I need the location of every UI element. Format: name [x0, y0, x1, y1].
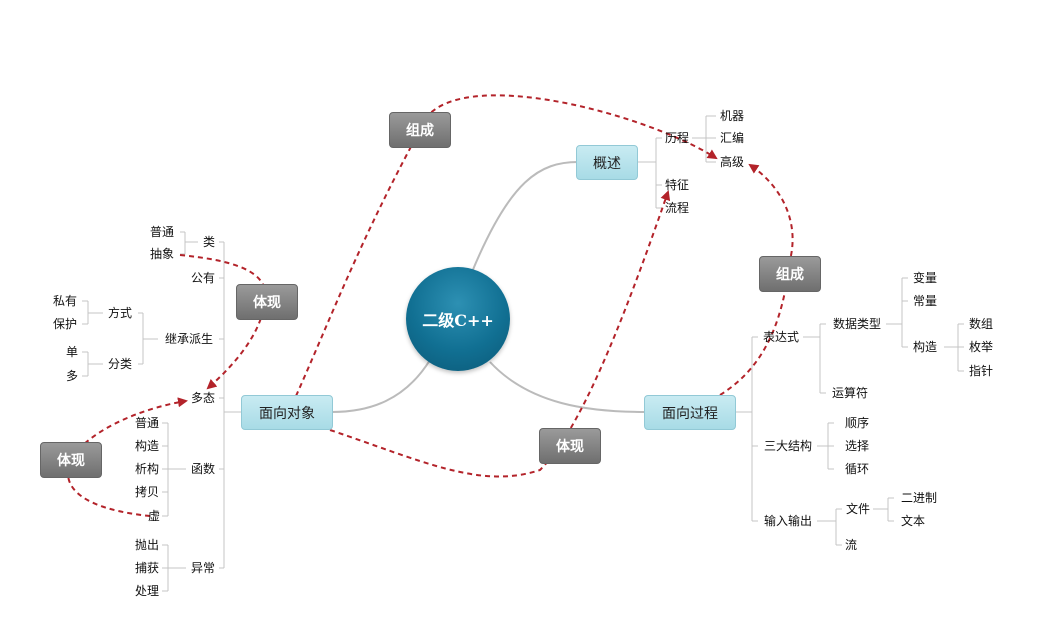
- branch-to-procedural: [489, 361, 646, 413]
- topic-overview-label: 概述: [593, 155, 621, 172]
- proc-construct[interactable]: 构造: [912, 340, 938, 354]
- relation-embody-bottom[interactable]: 体现: [539, 428, 601, 464]
- sub-branches: [82, 115, 964, 592]
- relation-embody-left-lower[interactable]: 体现: [40, 442, 102, 478]
- overview-history[interactable]: 历程: [664, 131, 690, 145]
- proc-structures-loop[interactable]: 循环: [844, 462, 870, 476]
- topic-overview[interactable]: 概述: [576, 145, 638, 180]
- oop-exception-handle[interactable]: 处理: [134, 584, 160, 598]
- oop-class[interactable]: 类: [202, 235, 216, 249]
- oop-exception-catch[interactable]: 捕获: [134, 561, 160, 575]
- overview-history-assembly[interactable]: 汇编: [719, 131, 745, 145]
- topic-oop-label: 面向对象: [259, 405, 315, 422]
- oop-polymorphism[interactable]: 多态: [190, 391, 216, 405]
- relation-compose-right-label: 组成: [776, 267, 804, 283]
- relation-embody-left-upper-label: 体现: [253, 295, 281, 311]
- arrow-embody-bottom: [329, 190, 671, 478]
- overview-features[interactable]: 特征: [664, 178, 690, 192]
- oop-exception[interactable]: 异常: [190, 561, 216, 575]
- topic-procedural-label: 面向过程: [662, 405, 718, 422]
- oop-function-normal[interactable]: 普通: [134, 416, 160, 430]
- arrow-embody-left-upper: [179, 254, 267, 390]
- proc-datatype[interactable]: 数据类型: [832, 317, 882, 331]
- proc-datatype-constant[interactable]: 常量: [912, 294, 938, 308]
- proc-construct-array[interactable]: 数组: [968, 317, 994, 331]
- branch-to-oop: [331, 359, 431, 413]
- oop-function[interactable]: 函数: [190, 462, 216, 476]
- oop-category-multiple[interactable]: 多: [65, 369, 79, 383]
- relation-compose-right[interactable]: 组成: [759, 256, 821, 292]
- proc-structures-selection[interactable]: 选择: [844, 439, 870, 453]
- branch-to-overview: [471, 161, 579, 273]
- center-topic-label: 二级C++: [422, 311, 494, 330]
- proc-construct-pointer[interactable]: 指针: [968, 364, 994, 378]
- oop-inherit-category[interactable]: 分类: [107, 357, 133, 371]
- oop-inherit-mode[interactable]: 方式: [107, 306, 133, 320]
- relation-compose-top-label: 组成: [406, 123, 434, 139]
- oop-function-copy[interactable]: 拷贝: [134, 485, 160, 499]
- overview-history-high-level[interactable]: 高级: [719, 155, 745, 169]
- proc-file-binary[interactable]: 二进制: [900, 491, 938, 505]
- relation-embody-left-lower-label: 体现: [57, 453, 85, 469]
- proc-datatype-variable[interactable]: 变量: [912, 271, 938, 285]
- overview-history-machine[interactable]: 机器: [719, 109, 745, 123]
- overview-process[interactable]: 流程: [664, 201, 690, 215]
- oop-mode-private[interactable]: 私有: [52, 294, 78, 308]
- proc-io-file[interactable]: 文件: [845, 502, 871, 516]
- oop-category-single[interactable]: 单: [65, 345, 79, 359]
- oop-class-normal[interactable]: 普通: [149, 225, 175, 239]
- oop-function-constructor[interactable]: 构造: [134, 439, 160, 453]
- oop-inherit[interactable]: 继承派生: [164, 332, 214, 346]
- oop-function-destructor[interactable]: 析构: [134, 462, 160, 476]
- relation-compose-top[interactable]: 组成: [389, 112, 451, 148]
- arrow-compose-top: [295, 94, 718, 397]
- topic-procedural[interactable]: 面向过程: [644, 395, 736, 430]
- oop-exception-throw[interactable]: 抛出: [134, 538, 160, 552]
- relation-embody-left-upper[interactable]: 体现: [236, 284, 298, 320]
- main-branches: [331, 161, 646, 413]
- proc-io[interactable]: 输入输出: [763, 514, 813, 528]
- proc-operator[interactable]: 运算符: [831, 386, 869, 400]
- oop-class-abstract[interactable]: 抽象: [149, 247, 175, 261]
- oop-function-virtual[interactable]: 虚: [147, 509, 161, 523]
- proc-structures-sequence[interactable]: 顺序: [844, 416, 870, 430]
- oop-mode-protected[interactable]: 保护: [52, 317, 78, 331]
- center-topic[interactable]: 二级C++: [406, 267, 510, 371]
- proc-io-stream[interactable]: 流: [844, 538, 858, 552]
- proc-construct-enum[interactable]: 枚举: [968, 340, 994, 354]
- proc-structures[interactable]: 三大结构: [763, 439, 813, 453]
- proc-expression[interactable]: 表达式: [762, 330, 800, 344]
- relation-embody-bottom-label: 体现: [556, 439, 584, 455]
- oop-public[interactable]: 公有: [190, 271, 216, 285]
- proc-file-text[interactable]: 文本: [900, 514, 926, 528]
- topic-oop[interactable]: 面向对象: [241, 395, 333, 430]
